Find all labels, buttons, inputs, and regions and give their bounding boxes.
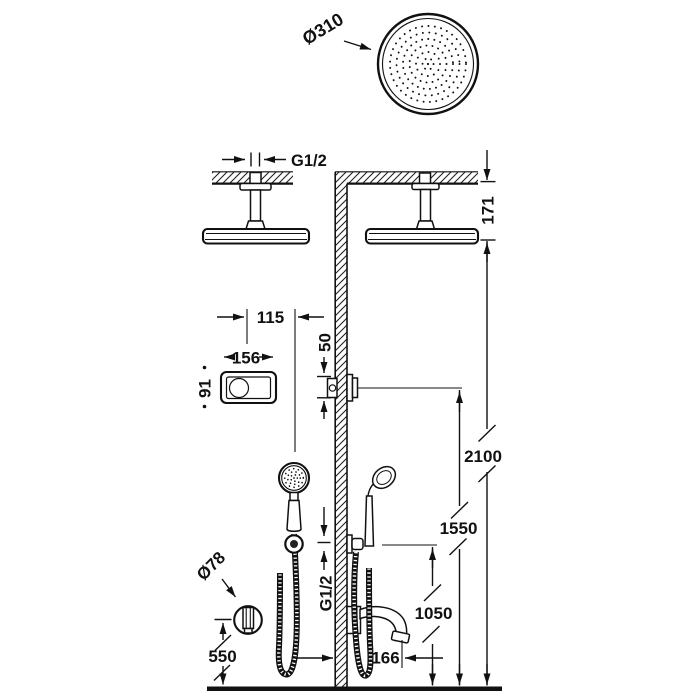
overhead-shower-bottom-view bbox=[376, 12, 480, 116]
hand-shower-handle-side bbox=[364, 495, 375, 547]
floor-to-valve-label: 1550 bbox=[440, 519, 478, 538]
dim-outlet-height: 550 bbox=[208, 618, 237, 685]
control-unit-front bbox=[219, 370, 278, 405]
head-drop-label: 171 bbox=[479, 196, 498, 224]
dim-head-drop: 171 bbox=[479, 150, 498, 241]
hand-shower-head-side bbox=[371, 465, 397, 490]
head-diameter-label: Ø310 bbox=[299, 9, 347, 49]
ceiling-shower-head-front bbox=[201, 171, 311, 245]
wall-section bbox=[334, 171, 478, 687]
dim-hose-thread: G1/2 bbox=[317, 507, 336, 612]
dim-floor-to-valve: 1550 bbox=[354, 387, 478, 686]
hand-shower-front bbox=[275, 461, 311, 678]
ceiling-shower-head-side bbox=[364, 172, 480, 245]
control-width-label: 156 bbox=[232, 349, 260, 368]
dim-floor-to-head: 2100 bbox=[464, 241, 502, 686]
dim-spout-projection: 166 bbox=[297, 640, 443, 668]
dim-valve-height: 50 bbox=[316, 333, 335, 419]
floor-to-head-label: 2100 bbox=[464, 447, 502, 466]
dim-control-height: 91 bbox=[196, 365, 215, 409]
hand-shower-side bbox=[346, 465, 411, 679]
control-offset-label: 115 bbox=[257, 308, 284, 327]
dim-floor-to-bracket: 1050 bbox=[382, 544, 453, 686]
ceiling-thread-label: G1/2 bbox=[291, 152, 327, 170]
outlet-diameter-label: Ø78 bbox=[193, 548, 229, 584]
hand-shower-hose-side bbox=[351, 551, 374, 679]
hose-thread-label: G1/2 bbox=[318, 576, 336, 612]
control-height-label: 91 bbox=[196, 379, 215, 398]
spout-projection-label: 166 bbox=[371, 649, 399, 668]
dim-outlet-diameter: Ø78 bbox=[193, 548, 237, 598]
valve-height-label: 50 bbox=[316, 333, 335, 352]
hand-shower-hose-front bbox=[275, 533, 300, 678]
concealed-valve-section bbox=[326, 373, 359, 402]
dim-ceiling-thread: G1/2 bbox=[222, 152, 327, 170]
dim-head-diameter: Ø310 bbox=[299, 9, 372, 51]
floor-to-bracket-label: 1050 bbox=[415, 604, 453, 623]
wall-outlet-front bbox=[233, 605, 263, 635]
hand-shower-handle-front bbox=[286, 499, 302, 532]
dim-control-offset: 115 bbox=[217, 308, 324, 452]
dim-control-width: 156 bbox=[224, 349, 273, 368]
spray-nozzle-rings bbox=[389, 25, 467, 103]
outlet-height-label: 550 bbox=[208, 647, 236, 666]
floor-line bbox=[207, 686, 502, 691]
